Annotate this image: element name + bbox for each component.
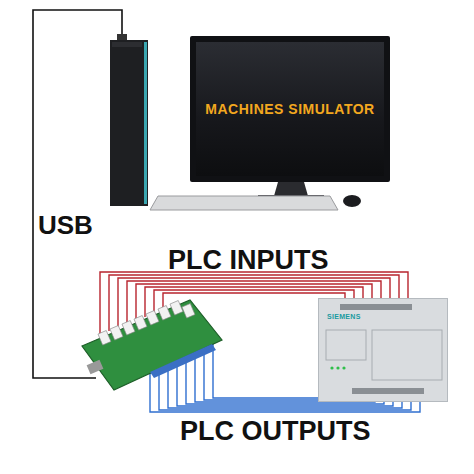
- wire-group-label: PLC OUTPUTS: [180, 416, 371, 447]
- plc-cover: [372, 330, 442, 380]
- plc-leds: [330, 366, 345, 369]
- pc-tower: [110, 40, 148, 206]
- usb-port: [87, 360, 104, 375]
- cable-label: USB: [38, 210, 93, 241]
- relay-board: [82, 300, 222, 390]
- monitor-screen: MACHINES SIMULATOR: [196, 42, 384, 176]
- relays: [98, 301, 195, 346]
- plc-bottom-terminals: [352, 388, 424, 394]
- monitor-stand: [274, 182, 308, 196]
- monitor-frame: [190, 36, 390, 182]
- tower-top: [112, 42, 142, 47]
- plc-top-terminals: [340, 304, 412, 310]
- brand-label: SIEMENS: [327, 313, 361, 320]
- keyboard: [150, 196, 338, 210]
- wire-group-label: PLC INPUTS: [168, 245, 329, 276]
- tower-light: [144, 42, 147, 204]
- plc-unit: SIEMENS: [318, 298, 448, 402]
- plc-panel: [326, 330, 366, 360]
- screen-title: MACHINES SIMULATOR: [205, 101, 374, 117]
- mouse: [343, 195, 361, 207]
- terminal-blocks: [150, 344, 216, 378]
